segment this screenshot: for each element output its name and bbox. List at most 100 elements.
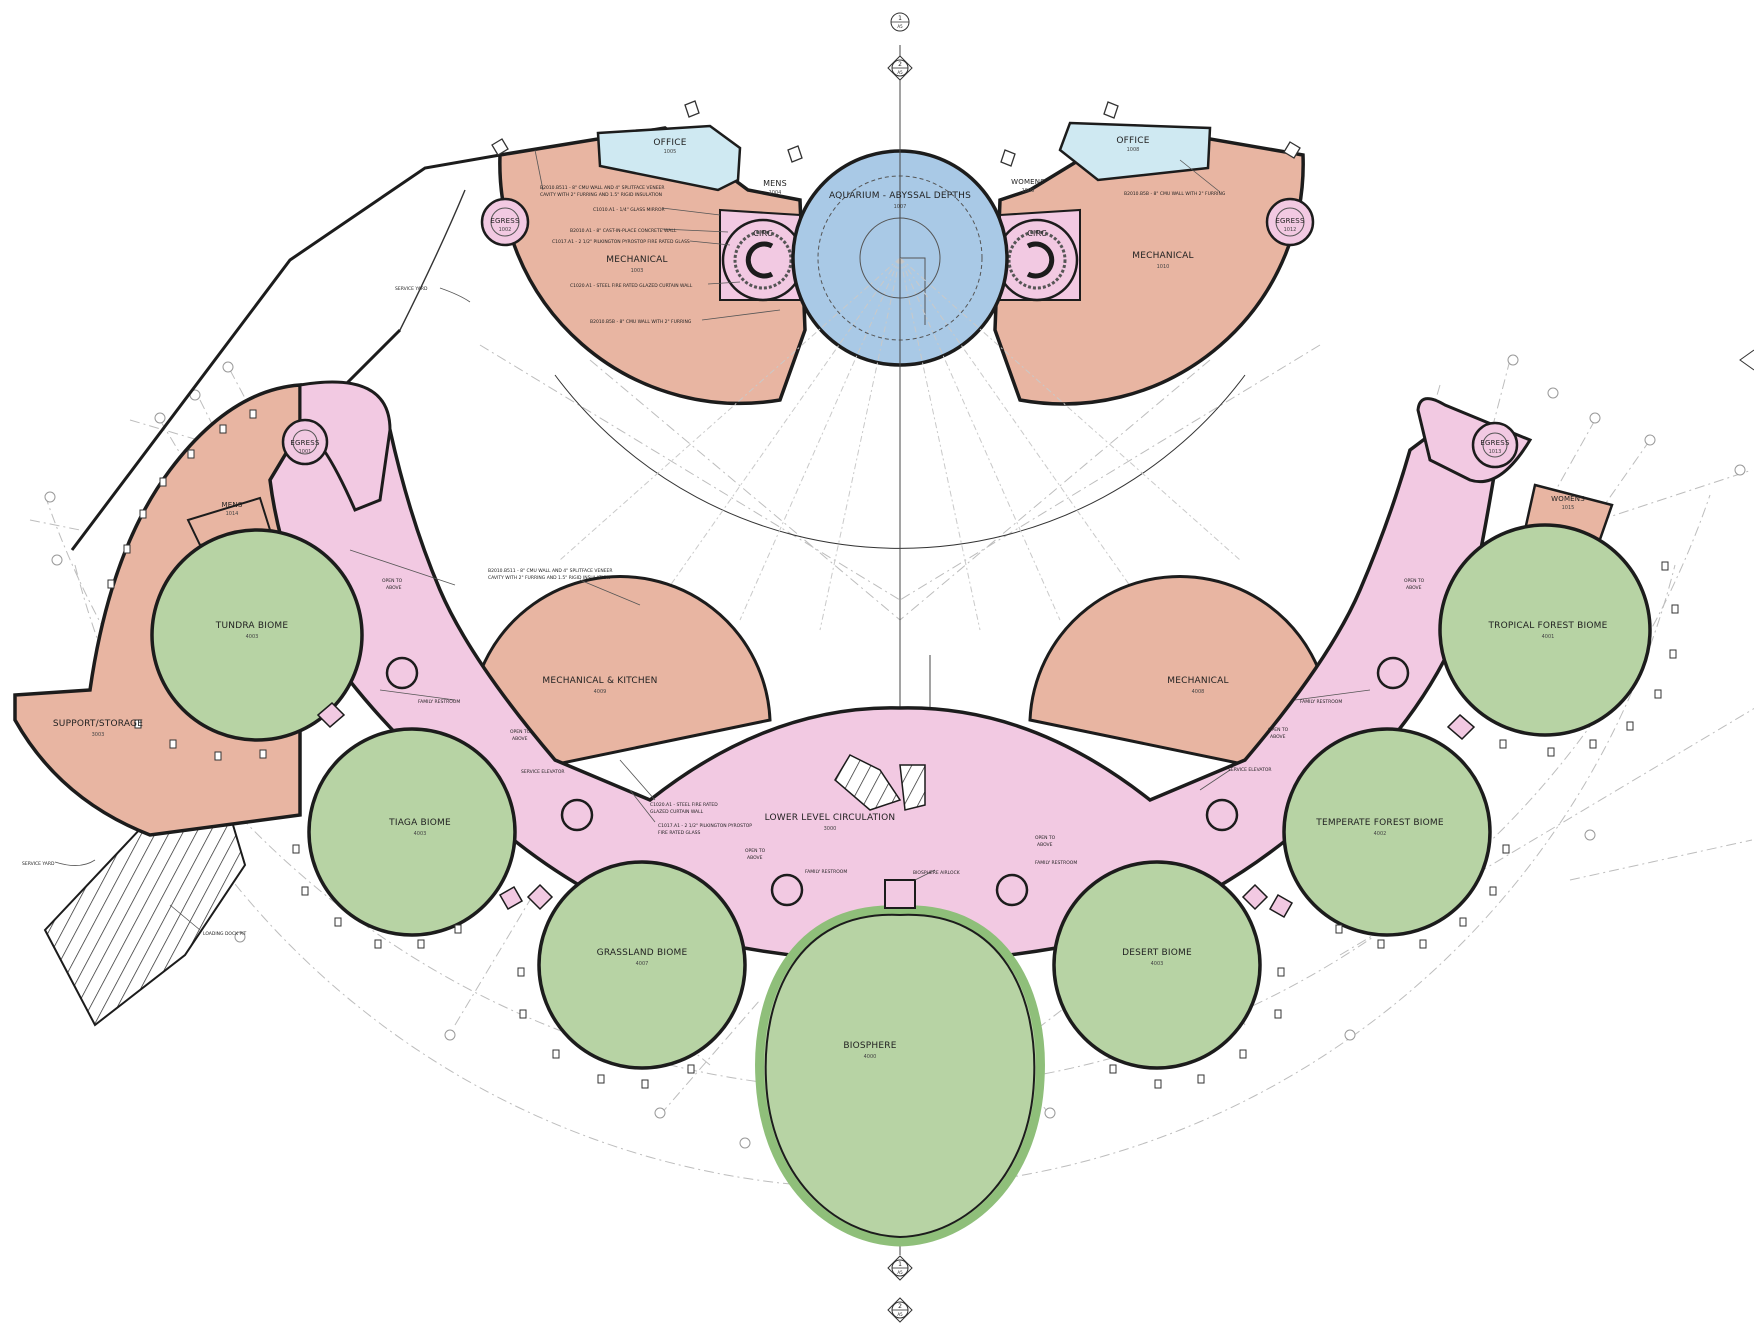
tropical-forest-biome bbox=[1438, 523, 1652, 737]
note-open-2b: ABOVE bbox=[512, 736, 528, 742]
mech-upper-right-label: MECHANICAL bbox=[1132, 251, 1194, 261]
egress-right-label: EGRESS bbox=[1480, 439, 1510, 447]
tiaga-num: 4003 bbox=[414, 831, 427, 837]
egress-upper-left-label: EGRESS bbox=[490, 217, 520, 225]
mech-lower-right-num: 4008 bbox=[1192, 689, 1205, 695]
egress-upper-left-num: 1002 bbox=[499, 227, 512, 233]
office-left-num: 1005 bbox=[664, 149, 677, 155]
office-right-room bbox=[1058, 121, 1212, 182]
grassland-label: GRASSLAND BIOME bbox=[597, 948, 688, 958]
note-family-1: FAMILY RESTROOM bbox=[418, 699, 460, 705]
biosphere-wall bbox=[764, 913, 1036, 1239]
tundra-biome bbox=[150, 528, 364, 742]
svg-text:1: 1 bbox=[898, 1261, 902, 1268]
egress-right-core bbox=[1482, 432, 1508, 458]
note-family-2: FAMILY RESTROOM bbox=[805, 869, 847, 875]
biome-doors bbox=[316, 701, 1476, 919]
circ-left-label: CIRC bbox=[753, 229, 773, 238]
mech-upper-right-num: 1010 bbox=[1157, 264, 1170, 270]
note-steel-curtain-1: C1020.A1 - STEEL FIRE RATED bbox=[650, 802, 718, 808]
aquarium-label: AQUARIUM - ABYSSAL DEPTHS bbox=[829, 191, 971, 201]
exterior-pods-upper bbox=[491, 100, 1301, 167]
note-open-3: OPEN TO bbox=[745, 848, 766, 854]
mens-lower-num: 1014 bbox=[226, 511, 239, 517]
section-markers: 1 A5 2 A5 1 A5 2 A5 bbox=[887, 12, 1754, 1323]
temperate-num: 4002 bbox=[1374, 831, 1387, 837]
note-service-yard-top: SERVICE YARD bbox=[395, 286, 428, 292]
note-open-1b: ABOVE bbox=[386, 585, 402, 591]
svg-text:A5: A5 bbox=[897, 1270, 903, 1275]
section-marker-right bbox=[1739, 349, 1754, 371]
note-airlock: BIOSPHERE AIRLOCK bbox=[913, 870, 961, 876]
office-right-num: 1008 bbox=[1127, 147, 1140, 153]
note-family-4: FAMILY RESTROOM bbox=[1300, 699, 1342, 705]
womens-lower-label: WOMENS bbox=[1551, 495, 1585, 503]
grid-bubbles bbox=[44, 354, 1746, 1149]
biosphere-room bbox=[755, 905, 1045, 1247]
tundra-num: 4003 bbox=[246, 634, 259, 640]
svg-text:A5: A5 bbox=[897, 1312, 903, 1317]
note-cmu-furring: B2010.B5B - 8" CMU WALL WITH 2" FURRING bbox=[590, 319, 692, 325]
note-open-5: OPEN TO bbox=[1268, 727, 1289, 733]
temperate-forest-biome bbox=[1282, 727, 1492, 937]
tiaga-label: TIAGA BIOME bbox=[388, 818, 451, 828]
office-left-label: OFFICE bbox=[653, 138, 686, 148]
mech-upper-left-label: MECHANICAL bbox=[606, 255, 668, 265]
note-open-2: OPEN TO bbox=[510, 729, 531, 735]
note-curtain-wall: C1020.A1 - STEEL FIRE RATED GLAZED CURTA… bbox=[570, 283, 693, 289]
egress-upper-right-label: EGRESS bbox=[1275, 217, 1305, 225]
mens-lower-label: MENS bbox=[222, 501, 243, 509]
note-lower-wall-2: CAVITY WITH 2" FURRING AND 1.5" RIGID IN… bbox=[488, 575, 610, 581]
note-pyrostop-lower-1: C1017.A1 - 2 1/2" PILKINGTON PYROSTOP bbox=[658, 823, 752, 829]
aquarium-num: 1007 bbox=[894, 204, 907, 210]
womens-upper-label: WOMENS bbox=[1011, 178, 1045, 186]
egress-left-label: EGRESS bbox=[290, 439, 320, 447]
note-open-5b: ABOVE bbox=[1270, 734, 1286, 740]
womens-lower-num: 1015 bbox=[1562, 505, 1575, 511]
note-elevator-right: SERVICE ELEVATOR bbox=[1228, 767, 1272, 773]
biosphere-airlock bbox=[884, 879, 916, 909]
note-open-3b: ABOVE bbox=[747, 855, 763, 861]
biomes bbox=[150, 523, 1652, 1070]
lower-circ-label: LOWER LEVEL CIRCULATION bbox=[765, 813, 896, 823]
mens-upper-num: 1004 bbox=[769, 190, 782, 196]
tropical-label: TROPICAL FOREST BIOME bbox=[1487, 621, 1607, 631]
egress-right-stair bbox=[1471, 421, 1519, 469]
grassland-biome bbox=[537, 860, 747, 1070]
section-marker-bottom-1: 1 A5 bbox=[887, 1255, 913, 1281]
note-glass-mirror: C1010.A1 - 1/4" GLASS MIRROR bbox=[593, 207, 665, 213]
exterior-pods-lower bbox=[292, 561, 1679, 1089]
biosphere-num: 4000 bbox=[864, 1054, 877, 1060]
tiaga-biome bbox=[307, 727, 517, 937]
support-label: SUPPORT/STORAGE bbox=[53, 719, 143, 729]
office-left-room bbox=[596, 124, 742, 192]
note-lower-wall-1: B2010.B511 - 8" CMU WALL AND 4" SPLITFAC… bbox=[488, 568, 613, 574]
lower-circ-num: 3000 bbox=[824, 826, 837, 832]
radial-rays bbox=[559, 257, 1241, 631]
desert-biome bbox=[1052, 860, 1262, 1070]
note-open-6b: ABOVE bbox=[1406, 585, 1422, 591]
note-wall-veneer-1: B2010.B511 - 8" CMU WALL AND 4" SPLITFAC… bbox=[540, 185, 665, 191]
note-cmu-furring-right: B2010.B5B - 8" CMU WALL WITH 2" FURRING bbox=[1124, 191, 1226, 197]
mech-lower-right-label: MECHANICAL bbox=[1167, 676, 1229, 686]
circ-right-label: CIRC bbox=[1027, 229, 1047, 238]
note-open-4b: ABOVE bbox=[1037, 842, 1053, 848]
note-service-yard-bottom: SERVICE YARD bbox=[22, 861, 55, 867]
grassland-num: 4007 bbox=[636, 961, 649, 967]
leader-lines bbox=[54, 149, 1371, 931]
note-wall-veneer-2: CAVITY WITH 2" FURRING AND 1.5" RIGID IN… bbox=[540, 192, 662, 198]
office-right-label: OFFICE bbox=[1116, 136, 1149, 146]
section-marker-bottom-2: 2 A5 bbox=[887, 1297, 913, 1323]
room-labels: AQUARIUM - ABYSSAL DEPTHS 1007 OFFICE 10… bbox=[53, 136, 1608, 1060]
svg-text:A5: A5 bbox=[897, 24, 903, 29]
upper-egress-towers bbox=[480, 197, 1315, 247]
desert-label: DESERT BIOME bbox=[1122, 948, 1192, 958]
note-open-1: OPEN TO bbox=[382, 578, 403, 584]
family-restroom-pods bbox=[385, 656, 1410, 907]
note-pyrostop: C1017.A1 - 2 1/2" PILKINGTON PYROSTOP FI… bbox=[552, 239, 690, 245]
mech-kitchen-num: 4009 bbox=[594, 689, 607, 695]
desert-num: 4003 bbox=[1151, 961, 1164, 967]
svg-text:1: 1 bbox=[898, 15, 902, 22]
egress-left-num: 1001 bbox=[299, 449, 312, 455]
note-family-3: FAMILY RESTROOM bbox=[1035, 860, 1077, 866]
